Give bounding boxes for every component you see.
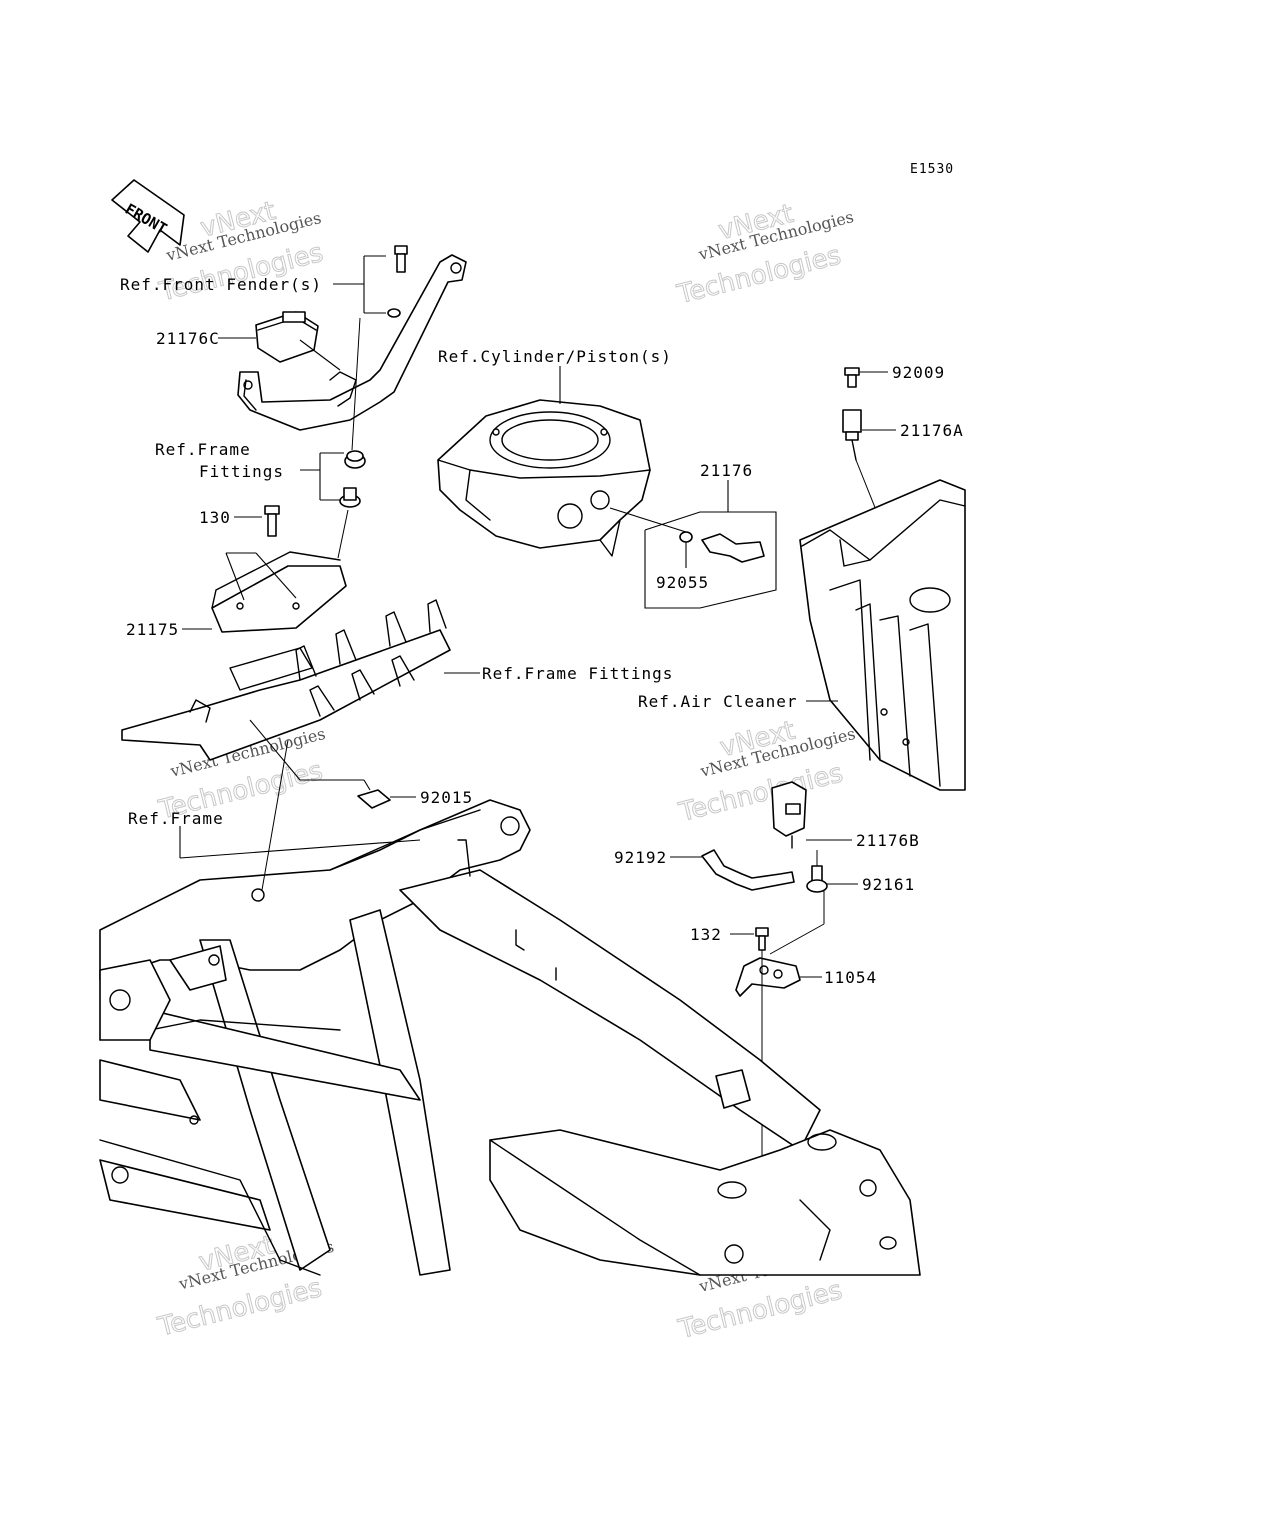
part-92015 [357, 789, 391, 809]
label-ref-frame-fittings-2: Fittings [199, 462, 284, 481]
label-92009: 92009 [892, 363, 945, 382]
part-11054 [735, 957, 801, 997]
part-21176B [771, 781, 807, 849]
fender-bolt [387, 245, 408, 318]
label-21176: 21176 [700, 461, 753, 480]
part-92192 [701, 849, 795, 891]
label-130: 130 [199, 508, 231, 527]
part-21175 [211, 551, 347, 633]
front-arrow-icon: FRONT [111, 179, 185, 253]
label-21175: 21175 [126, 620, 179, 639]
part-21176C [255, 311, 319, 363]
grommet-upper [344, 450, 366, 469]
air-cleaner [799, 479, 966, 791]
cylinder [437, 399, 651, 557]
label-ref-air-cleaner: Ref.Air Cleaner [638, 692, 798, 711]
part-130 [264, 505, 280, 537]
label-ref-frame-fittings-1: Ref.Frame [155, 440, 251, 459]
label-21176C: 21176C [156, 329, 220, 348]
label-92015: 92015 [420, 788, 473, 807]
part-92161 [806, 865, 828, 893]
part-21176A [842, 409, 862, 461]
label-92161: 92161 [862, 875, 915, 894]
ecu-bracket [121, 599, 451, 761]
label-92192: 92192 [614, 848, 667, 867]
label-ref-front-fender: Ref.Front Fender(s) [120, 275, 322, 294]
label-11054: 11054 [824, 968, 877, 987]
part-21176-group [609, 480, 777, 609]
label-132: 132 [690, 925, 722, 944]
part-132 [755, 927, 769, 951]
label-ref-cylinder: Ref.Cylinder/Piston(s) [438, 347, 672, 366]
label-21176B: 21176B [856, 831, 920, 850]
part-92009 [844, 367, 860, 388]
watermark-top-right: vNext Technologies Technologies vNext [673, 198, 855, 310]
diagram-code: E1530 [910, 162, 954, 177]
watermark-mid-right: vNext Technologies Technologies vNext [675, 715, 857, 828]
label-ref-frame-fittings-right: Ref.Frame Fittings [482, 664, 673, 683]
label-92055: 92055 [656, 573, 709, 592]
label-ref-frame: Ref.Frame [128, 809, 224, 828]
grommet-lower [339, 487, 361, 508]
frame [99, 799, 921, 1276]
label-21176A: 21176A [900, 421, 964, 440]
